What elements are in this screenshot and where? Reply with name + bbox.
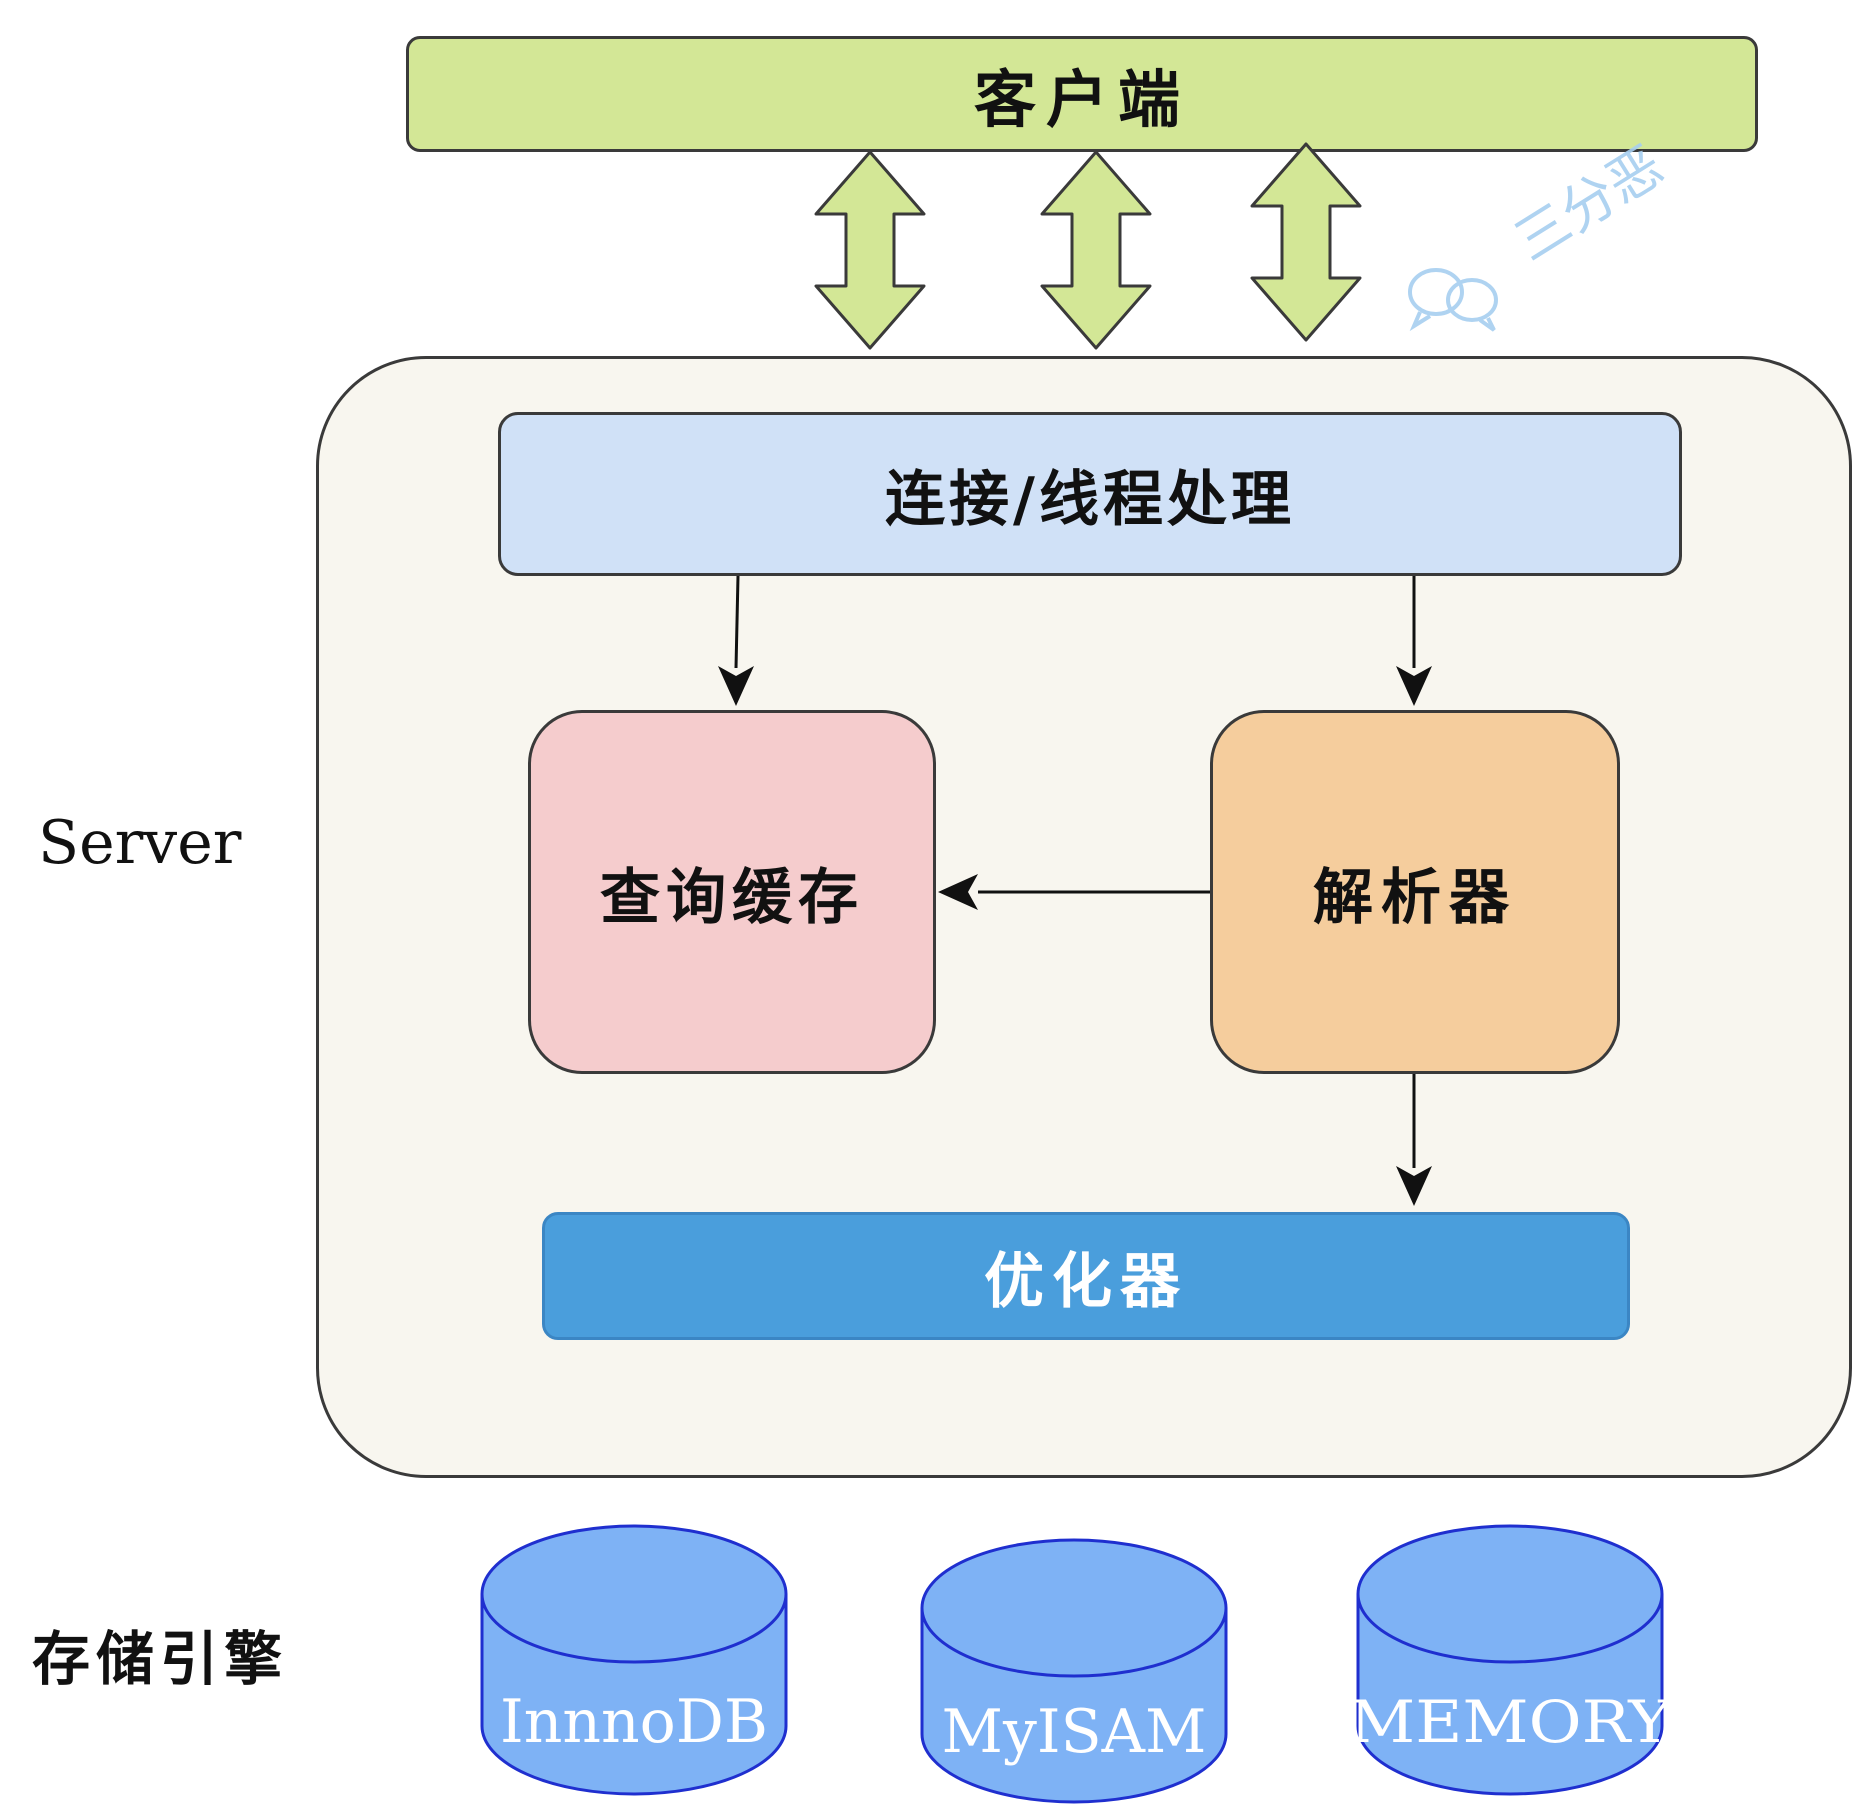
arrow-parser-to-cache (938, 874, 1210, 910)
engine-cylinder-memory: MEMORY (1349, 1524, 1672, 1796)
wechat-icon (1408, 268, 1498, 332)
parser-label: 解析器 (1313, 862, 1517, 933)
client-box: 客户端 (406, 36, 1758, 152)
watermark: 三分恶 (1408, 134, 1675, 332)
double-arrow-icon (1040, 150, 1152, 350)
double-arrow-icon (1250, 142, 1362, 342)
engine-label: MyISAM (942, 1697, 1207, 1767)
server-layer-label: Server (38, 808, 242, 878)
client-label: 客户端 (973, 63, 1190, 136)
watermark-text: 三分恶 (1504, 134, 1675, 273)
double-arrow-icon (814, 150, 926, 350)
engine-label: InnnoDB (500, 1687, 768, 1757)
connection-label: 连接/线程处理 (885, 464, 1295, 535)
engine-cylinder-myisam: MyISAM (920, 1538, 1228, 1804)
query-cache-label: 查询缓存 (600, 862, 864, 933)
optimizer-box: 优化器 (542, 1212, 1630, 1340)
engine-label: MEMORY (1349, 1688, 1672, 1756)
engine-cylinder-innodb: InnnoDB (480, 1524, 788, 1796)
query-cache-box: 查询缓存 (528, 710, 936, 1074)
parser-box: 解析器 (1210, 710, 1620, 1074)
arrow-connection-to-parser (1396, 576, 1432, 706)
connection-thread-box: 连接/线程处理 (498, 412, 1682, 576)
arrow-parser-to-optimizer (1396, 1074, 1432, 1206)
storage-engine-layer-label: 存储引擎 (32, 1625, 289, 1693)
arrow-connection-to-cache (718, 575, 754, 706)
optimizer-label: 优化器 (984, 1246, 1188, 1317)
